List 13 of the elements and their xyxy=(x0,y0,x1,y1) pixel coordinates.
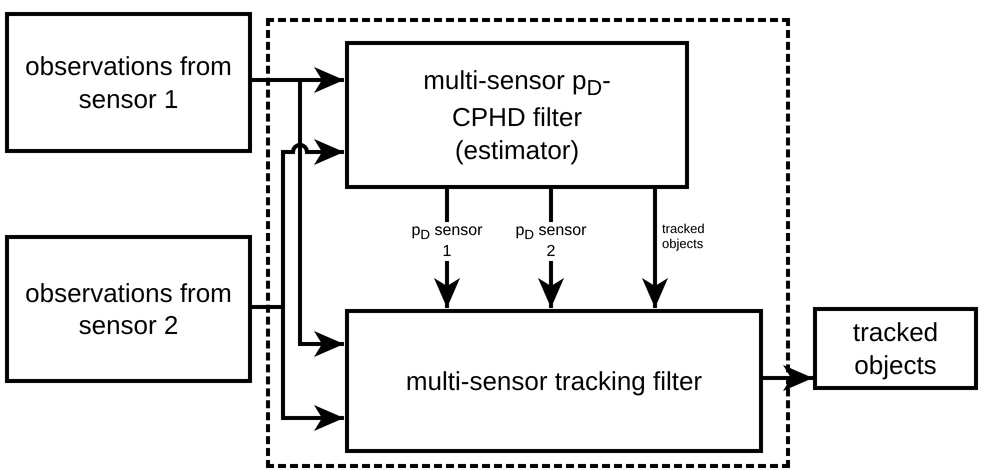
node-text: observations from sensor 1 xyxy=(24,50,233,115)
output-box xyxy=(813,307,978,390)
node-text: observations from sensor 2 xyxy=(24,276,233,342)
node-text: multi-sensor p$_{D}$-CPHD filter (estimator) xyxy=(422,64,612,166)
node-text: tracked objects xyxy=(852,316,940,381)
sensor-input-box xyxy=(5,235,252,383)
node-text: multi-sensor tracking filter xyxy=(404,364,704,398)
arrow xyxy=(642,188,668,308)
filter-box xyxy=(345,309,763,453)
sensor-input-box xyxy=(5,12,252,153)
filter-box xyxy=(345,41,689,189)
arrow xyxy=(762,365,813,391)
arrow xyxy=(252,78,344,357)
